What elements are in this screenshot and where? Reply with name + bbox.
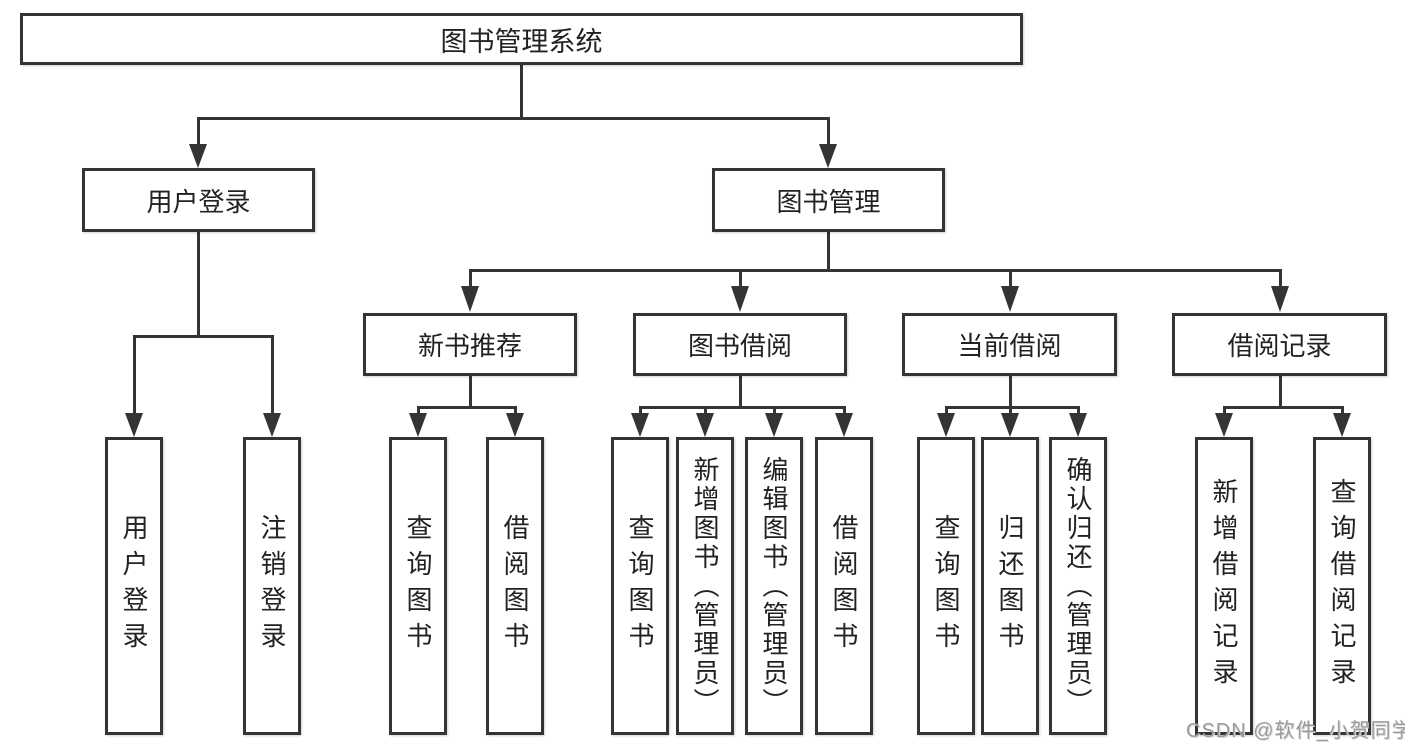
edge-user-login-bus <box>132 335 274 338</box>
node-cb-confirm-return-label: 确认归还（管理员） <box>1063 455 1093 717</box>
node-bb-add-books: 新增图书（管理员） <box>676 437 734 735</box>
node-logout-leaf-label: 注销登录 <box>257 514 287 658</box>
edge-user-login-drop <box>196 232 200 338</box>
node-borrow-records: 借阅记录 <box>1172 313 1387 376</box>
arrowhead-new-book-rec <box>461 286 479 312</box>
edge-stem-user-login <box>196 117 200 146</box>
node-bb-borrow-books-label: 借阅图书 <box>829 514 859 658</box>
edge-stem-cb-return <box>1008 406 1012 415</box>
arrowhead-br-add <box>1215 413 1233 437</box>
arrowhead-user-login <box>189 144 207 168</box>
arrowhead-cb-return <box>1001 413 1019 437</box>
edge-stem-new-book-rec <box>468 269 472 287</box>
edge-stem-cb-confirm <box>1076 406 1080 415</box>
node-current-borrow-label: 当前借阅 <box>957 331 1062 361</box>
edge-stem-cb-query <box>944 406 948 415</box>
node-cb-return-books: 归还图书 <box>981 437 1039 735</box>
edge-borrow-records-bus <box>1222 406 1344 409</box>
node-bb-edit-books-label: 编辑图书（管理员） <box>759 455 789 717</box>
node-br-query-record-label: 查询借阅记录 <box>1327 478 1357 694</box>
node-rec-query-books: 查询图书 <box>389 437 447 735</box>
edge-stem-bb-edit <box>772 406 776 415</box>
edge-current-borrow-bus <box>944 406 1080 409</box>
arrowhead-book-mgmt <box>819 144 837 168</box>
node-borrow-records-label: 借阅记录 <box>1227 331 1332 361</box>
edge-stem-bb-query <box>638 406 642 415</box>
edge-borrow-records-drop <box>1278 375 1282 408</box>
edge-stem-bb-add <box>703 406 707 415</box>
node-cb-confirm-return: 确认归还（管理员） <box>1049 437 1107 735</box>
edge-book-borrow-bus <box>638 406 846 409</box>
node-logout-leaf: 注销登录 <box>243 437 301 735</box>
node-rec-borrow-books: 借阅图书 <box>486 437 544 735</box>
arrowhead-rec-query <box>409 413 427 437</box>
arrowhead-rec-borrow <box>506 413 524 437</box>
edge-book-borrow-drop <box>738 375 742 408</box>
node-cb-query-books: 查询图书 <box>917 437 975 735</box>
node-user-login-label: 用户登录 <box>146 186 251 217</box>
edge-new-book-rec-bus <box>416 406 517 409</box>
arrowhead-br-query <box>1333 413 1351 437</box>
edge-stem-bb-borrow <box>842 406 846 415</box>
arrowhead-bb-query <box>631 413 649 437</box>
edge-stem-book-borrow <box>738 269 742 287</box>
arrowhead-borrow-records <box>1271 286 1289 312</box>
node-bb-edit-books: 编辑图书（管理员） <box>745 437 803 735</box>
arrowhead-logout-leaf <box>263 413 281 437</box>
node-new-book-rec-label: 新书推荐 <box>417 331 522 361</box>
edge-current-borrow-drop <box>1008 375 1012 408</box>
node-current-borrow: 当前借阅 <box>902 313 1117 376</box>
node-bb-add-books-label: 新增图书（管理员） <box>690 455 720 717</box>
watermark: CSDN @软件_小贺同学 <box>1186 720 1405 742</box>
edge-stem-br-add <box>1222 406 1226 415</box>
arrowhead-book-borrow <box>731 286 749 312</box>
node-user-login-leaf: 用户登录 <box>105 437 163 735</box>
node-user-login-leaf-label: 用户登录 <box>119 514 149 658</box>
arrowhead-bb-borrow <box>835 413 853 437</box>
node-user-login: 用户登录 <box>82 168 315 232</box>
node-bb-borrow-books: 借阅图书 <box>815 437 873 735</box>
node-bb-query-books: 查询图书 <box>611 437 669 735</box>
edge-level3-bus <box>468 269 1282 272</box>
edge-new-book-rec-drop <box>468 375 472 408</box>
edge-level2-bus <box>196 117 830 120</box>
arrowhead-cb-confirm <box>1069 413 1087 437</box>
node-book-mgmt-label: 图书管理 <box>776 186 881 217</box>
edge-stem-borrow-records <box>1278 269 1282 287</box>
edge-stem-rec-query <box>416 406 420 415</box>
node-rec-borrow-books-label: 借阅图书 <box>500 514 530 658</box>
node-root-label: 图书管理系统 <box>440 26 603 57</box>
node-book-borrow: 图书借阅 <box>633 313 847 376</box>
arrowhead-cb-query <box>937 413 955 437</box>
arrowhead-user-login-leaf <box>125 413 143 437</box>
arrowhead-current-borrow <box>1001 286 1019 312</box>
node-br-query-record: 查询借阅记录 <box>1313 437 1371 735</box>
node-book-mgmt: 图书管理 <box>712 168 945 232</box>
edge-book-mgmt-drop <box>826 232 830 272</box>
node-br-add-record: 新增借阅记录 <box>1195 437 1253 735</box>
node-rec-query-books-label: 查询图书 <box>403 514 433 658</box>
node-cb-query-books-label: 查询图书 <box>931 514 961 658</box>
edge-stem-user-login-leaf <box>132 335 136 415</box>
edge-root-drop <box>519 65 523 120</box>
edge-stem-current-borrow <box>1008 269 1012 287</box>
node-bb-query-books-label: 查询图书 <box>625 514 655 658</box>
node-root: 图书管理系统 <box>20 13 1023 65</box>
node-new-book-rec: 新书推荐 <box>363 313 577 376</box>
edge-stem-br-query <box>1340 406 1344 415</box>
node-cb-return-books-label: 归还图书 <box>995 514 1025 658</box>
arrowhead-bb-edit <box>765 413 783 437</box>
edge-stem-logout-leaf <box>270 335 274 415</box>
arrowhead-bb-add <box>696 413 714 437</box>
edge-stem-rec-borrow <box>513 406 517 415</box>
node-book-borrow-label: 图书借阅 <box>687 331 792 361</box>
edge-stem-book-mgmt <box>826 117 830 146</box>
node-br-add-record-label: 新增借阅记录 <box>1209 478 1239 694</box>
